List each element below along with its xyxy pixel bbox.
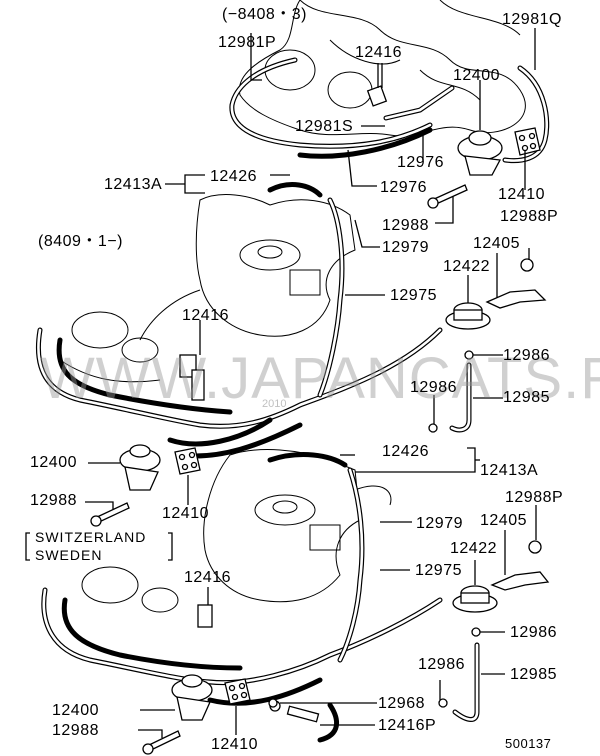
clip-bottom [268,698,278,708]
callout-12426-mid: 12426 [210,168,257,185]
egr-valve-bottom [171,674,213,721]
callout-12985-mid: 12985 [503,389,550,406]
callout-12986-mid-b: 12986 [410,379,457,396]
market-note-line1: SWITZERLAND [35,529,147,545]
callout-12976-a: 12976 [397,154,444,171]
leaders-top [250,28,536,224]
bolt-bottom [142,730,181,755]
callout-12986-mid-a: 12986 [503,347,550,364]
callout-12988-bottom: 12988 [52,722,99,739]
callout-12410-bottom: 12410 [211,736,258,753]
callout-12986-bottom-b: 12986 [418,656,465,673]
callout-12413A-mid: 12413A [104,176,163,193]
canister-mid [445,302,491,330]
bracket-mid [485,289,547,309]
callout-12979-bottom: 12979 [416,515,463,532]
callout-12405-bottom: 12405 [480,512,527,529]
callout-12981Q: 12981Q [502,11,562,28]
callout-12968: 12968 [378,695,425,712]
vsv-bottom [197,604,213,628]
callout-12405-mid: 12405 [473,235,520,252]
figure-id: 500137 [505,736,552,751]
callout-12988P-mid: 12988P [500,208,559,225]
range-label-mid: (8409・1−) [38,233,123,250]
gasket-mid [174,447,201,475]
bolt-top [427,184,468,209]
vsv-top [366,85,388,107]
nut-bottom [528,540,542,554]
bracket-bottom [490,571,550,591]
callout-12413A-bottom: 12413A [480,462,539,479]
gasket-bottom [224,678,251,705]
callout-12988-mid: 12988 [30,492,77,509]
nut-mid [520,258,534,272]
egr-valve-top [457,130,503,176]
callout-12986-bottom-a: 12986 [510,624,557,641]
callout-12975-mid: 12975 [390,287,437,304]
callout-12422-mid: 12422 [443,258,490,275]
callout-12410-mid: 12410 [162,505,209,522]
callout-12400-mid: 12400 [30,454,77,471]
callout-12981S: 12981S [295,118,354,135]
watermark-year: 2010 [262,398,287,410]
market-note-line2: SWEDEN [35,547,103,563]
egr-valve-mid [119,444,161,491]
leaders-bottom [138,447,537,738]
callout-12416-top: 12416 [355,44,402,61]
engine-mid-sketch [59,194,356,383]
callout-12410-top: 12410 [498,186,545,203]
range-label-top: (−8408・3) [222,6,307,23]
callout-12426-bottom: 12426 [382,443,429,460]
hoses-top [229,57,550,164]
hoses-mid [35,182,443,459]
tube-mid [428,350,474,433]
bolt-mid [90,502,130,527]
callout-12416P: 12416P [378,717,437,734]
vsv-mid [179,354,205,401]
hoses-bottom [41,452,443,743]
callout-12979-mid: 12979 [382,239,429,256]
callout-12981P: 12981P [218,34,277,51]
callout-12416-bottom: 12416 [184,569,231,586]
callout-12400-top: 12400 [453,67,500,84]
callout-12400-bottom: 12400 [52,702,99,719]
callout-12985-bottom: 12985 [510,666,557,683]
gasket-top [514,127,541,156]
callout-12975-bottom: 12975 [415,562,462,579]
callout-12422-bottom: 12422 [450,540,497,557]
callout-12988-top: 12988 [382,217,429,234]
tube-bottom [438,627,481,722]
callout-12988P-bottom: 12988P [505,489,564,506]
leaders-mid [85,174,530,510]
callout-12976-b: 12976 [380,179,427,196]
watermark: WWW.JAPANCATS.RU [40,346,600,411]
canister-bottom [452,585,498,613]
callout-12416-mid: 12416 [182,307,229,324]
note-bracket [25,532,173,561]
